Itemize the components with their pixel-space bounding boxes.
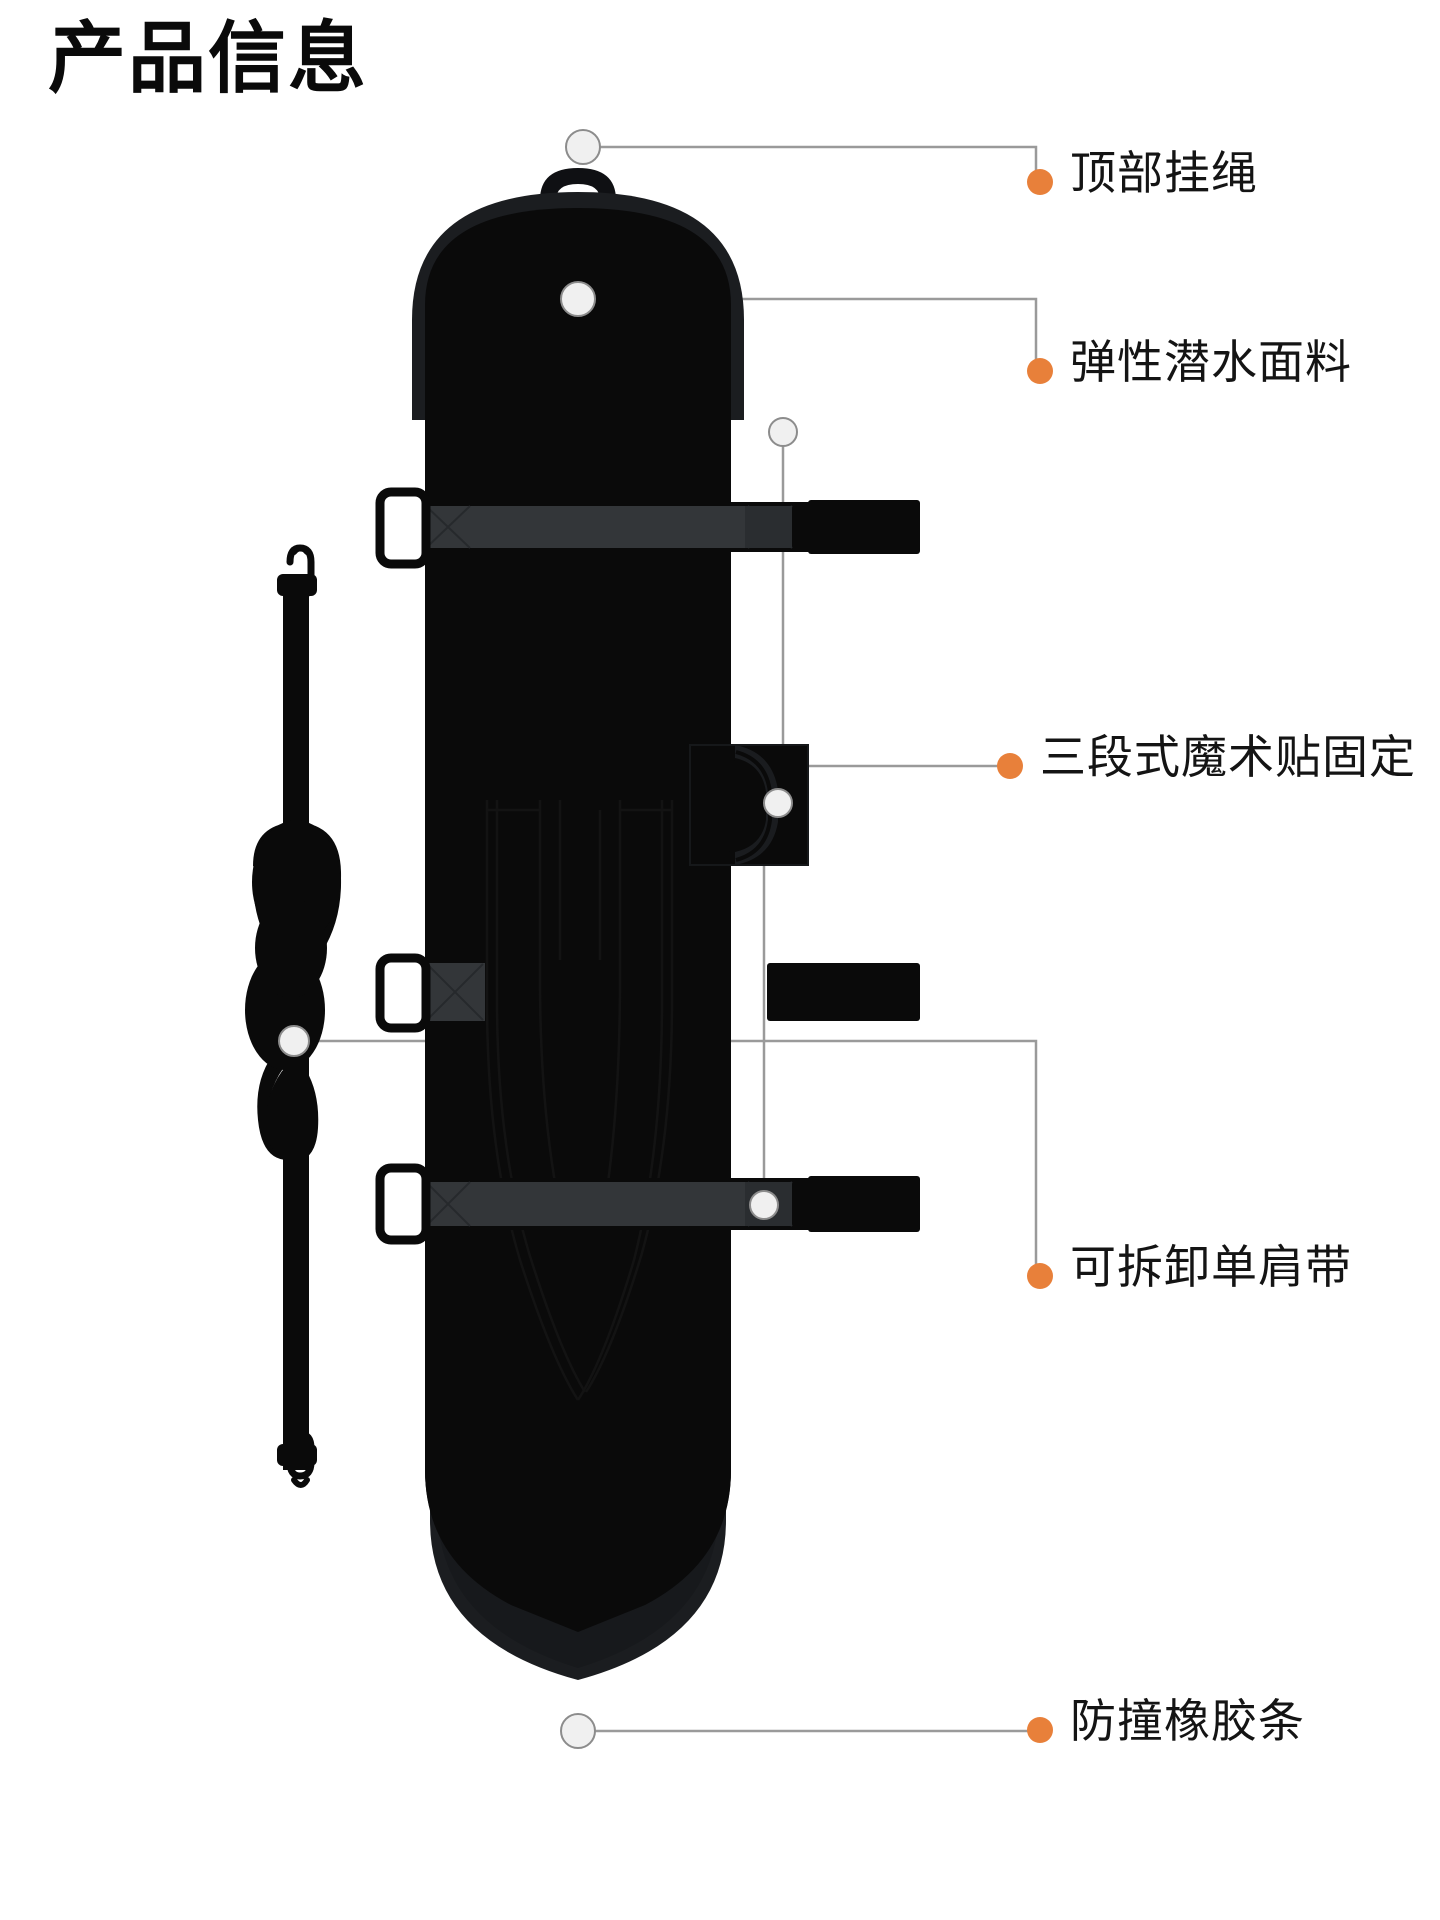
callout-label-top-lanyard: 顶部挂绳 [1070,147,1258,199]
callout-label-elastic-diving-fabric: 弹性潜水面料 [1070,336,1352,388]
anchor-points [278,129,798,1749]
anchor-velcro-top [768,417,798,447]
anchor-velcro-bottom [749,1190,779,1220]
velcro-strap-mid[interactable] [375,953,920,1033]
callout-dot-anti-collision-rubber-strip [1027,1717,1053,1743]
leader-line-top-lanyard [583,145,1038,182]
callout-dot-top-lanyard [1027,169,1053,195]
leader-line-bumper [578,1729,1038,1733]
anchor-fabric [560,281,596,317]
callout-label-three-stage-velcro: 三段式魔术贴固定 [1040,731,1416,783]
hook-clip-bottom [286,1430,315,1480]
body-seams [485,800,674,1401]
callout-dot-detachable-shoulder-strap [1027,1263,1053,1289]
bottom-bumper-fill [437,1455,719,1668]
callout-dot-elastic-diving-fabric [1027,358,1053,384]
anchor-velcro-mid [763,788,793,818]
anchor-bumper [560,1713,596,1749]
velcro-strap-top[interactable] [375,487,920,569]
anchor-shoulder-strap [278,1025,310,1057]
anchor-top-lanyard [565,129,601,165]
callout-label-detachable-shoulder-strap: 可拆卸单肩带 [1070,1241,1352,1293]
velcro-strap-bottom[interactable] [375,1163,920,1245]
body-shell-lower [425,1200,731,1632]
page-title: 产品信息 [48,14,369,102]
callout-label-anti-collision-rubber-strip: 防撞橡胶条 [1070,1695,1305,1747]
callout-dot-three-stage-velcro [997,753,1023,779]
shoulder-strap[interactable] [245,544,342,1488]
